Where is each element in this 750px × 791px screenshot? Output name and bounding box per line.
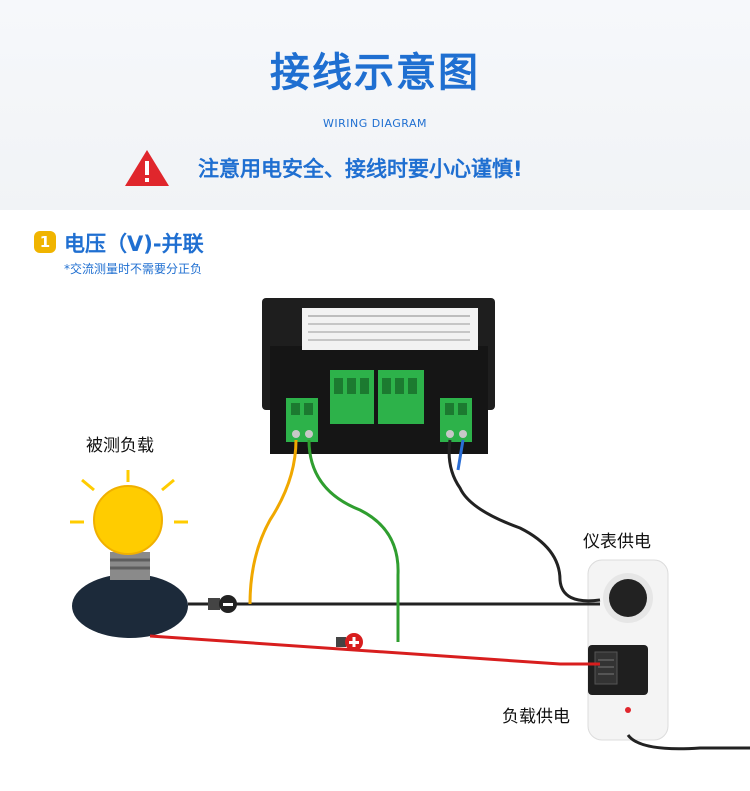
header-background	[0, 0, 750, 210]
section-note: *交流测量时不需要分正负	[64, 262, 203, 276]
terminal-blocks	[286, 370, 472, 442]
page-subtitle: WIRING DIAGRAM	[322, 117, 428, 130]
power-adapter	[588, 645, 648, 695]
section-number-badge: 1	[34, 231, 56, 253]
load-power-label: 负载供电	[502, 707, 570, 727]
load-label: 被测负载	[86, 436, 154, 456]
positive-marker	[336, 633, 363, 651]
meter-wire-green	[307, 439, 400, 642]
meter-wire-yellow	[248, 439, 298, 605]
warning-icon	[125, 150, 169, 186]
negative-marker	[208, 595, 237, 613]
section-title: 电压（V)-并联	[64, 232, 204, 256]
meter-power-wire-black	[447, 439, 601, 603]
safety-warning: 注意用电安全、接线时要小心谨慎!	[124, 148, 523, 188]
meter-power-wire-blue	[456, 439, 465, 471]
mains-cord	[626, 734, 750, 751]
light-bulb	[70, 470, 188, 638]
warning-text: 注意用电安全、接线时要小心谨慎!	[198, 157, 523, 181]
meter-power-label: 仪表供电	[583, 532, 651, 552]
load-wire-red	[149, 634, 600, 666]
page-title: 接线示意图	[270, 50, 480, 96]
